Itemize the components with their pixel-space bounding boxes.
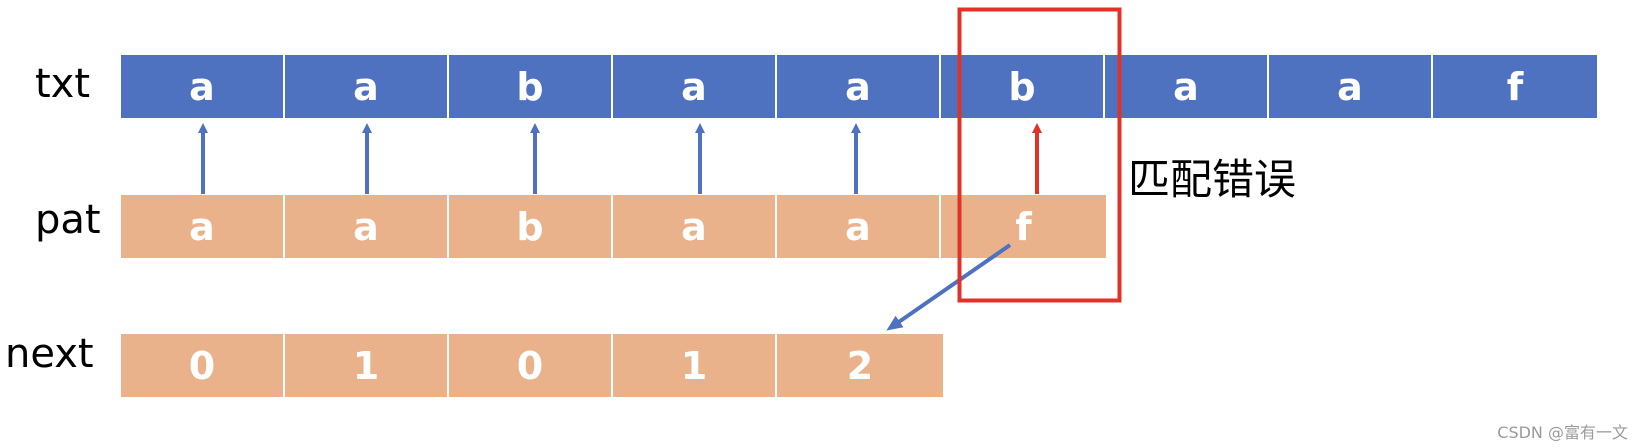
next-pointer-arrow <box>886 243 1012 331</box>
next-cell: 0 <box>121 334 285 397</box>
txt-cell: a <box>777 55 941 118</box>
next-cell: 2 <box>777 334 943 397</box>
pat-cell: a <box>777 195 941 258</box>
txt-cell: a <box>613 55 777 118</box>
txt-cell: a <box>1105 55 1269 118</box>
txt-label: txt <box>35 61 91 107</box>
pat-cell: a <box>121 195 285 258</box>
txt-cell: a <box>285 55 449 118</box>
mismatch-highlight-box <box>957 7 1122 303</box>
next-cell: 1 <box>285 334 449 397</box>
next-label: next <box>5 331 94 377</box>
txt-row: a a b a a b a a f <box>121 55 1597 118</box>
txt-cell: f <box>1433 55 1597 118</box>
watermark: CSDN @富有一文 <box>1497 423 1628 442</box>
txt-cell: b <box>449 55 613 118</box>
txt-cell: a <box>1269 55 1433 118</box>
txt-cell: a <box>121 55 285 118</box>
next-cell: 0 <box>449 334 613 397</box>
pat-cell: b <box>449 195 613 258</box>
pat-cell: a <box>613 195 777 258</box>
next-row: 0 1 0 1 2 <box>121 334 943 397</box>
pat-row: a a b a a f <box>121 195 1106 258</box>
pat-cell: f <box>941 195 1106 258</box>
txt-cell: b <box>941 55 1105 118</box>
pat-label: pat <box>35 197 101 243</box>
next-cell: 1 <box>613 334 777 397</box>
mismatch-annotation: 匹配错误 <box>1128 155 1297 204</box>
pat-cell: a <box>285 195 449 258</box>
